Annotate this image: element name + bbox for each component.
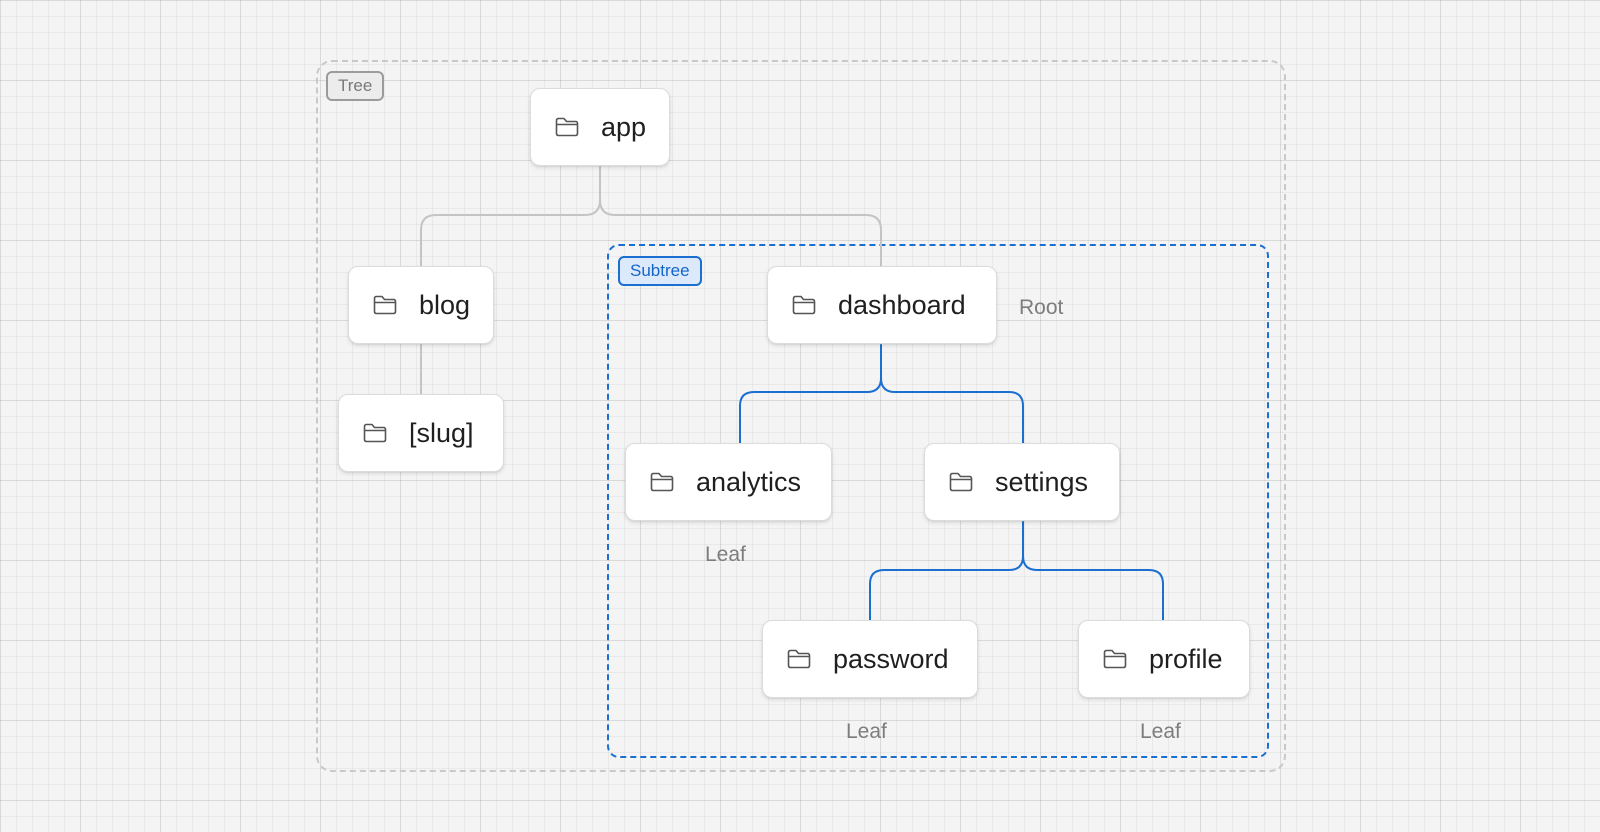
leaf-annotation-profile: Leaf	[1140, 720, 1181, 743]
node-dashboard[interactable]: dashboard	[767, 266, 997, 344]
connector-app-dashboard	[599, 199, 882, 267]
node-profile[interactable]: profile	[1078, 620, 1250, 698]
folder-icon	[363, 423, 387, 443]
node-label-dashboard: dashboard	[838, 289, 966, 320]
node-label-slug: [slug]	[409, 417, 474, 448]
node-password[interactable]: password	[762, 620, 978, 698]
connector-dashboard-analytics	[739, 344, 882, 444]
node-settings[interactable]: settings	[924, 443, 1120, 521]
node-label-profile: profile	[1149, 643, 1223, 674]
node-label-app: app	[601, 111, 647, 142]
node-blog[interactable]: blog	[348, 266, 494, 344]
node-label-password: password	[833, 643, 949, 674]
connector-dashboard-settings	[880, 377, 1024, 444]
root-annotation: Root	[1019, 296, 1064, 319]
folder-icon	[650, 472, 674, 492]
folder-icon	[555, 117, 579, 137]
connector-settings-password	[869, 521, 1024, 621]
subtree-region	[607, 244, 1269, 758]
connector-settings-profile	[1022, 555, 1164, 621]
tree-tag: Tree	[326, 71, 385, 101]
node-analytics[interactable]: analytics	[625, 443, 832, 521]
node-app[interactable]: app	[530, 88, 670, 166]
leaf-annotation-analytics: Leaf	[705, 543, 746, 566]
folder-icon	[949, 472, 973, 492]
subtree-tag: Subtree	[618, 256, 702, 286]
node-label-analytics: analytics	[696, 466, 802, 497]
folder-icon	[373, 295, 397, 315]
leaf-annotation-password: Leaf	[846, 720, 887, 743]
node-label-settings: settings	[995, 466, 1089, 497]
folder-icon	[792, 295, 816, 315]
node-label-blog: blog	[419, 289, 471, 320]
tree-region	[316, 60, 1286, 772]
node-slug[interactable]: [slug]	[338, 394, 504, 472]
connector-app-blog	[420, 166, 601, 269]
folder-icon	[787, 649, 811, 669]
folder-icon	[1103, 649, 1127, 669]
